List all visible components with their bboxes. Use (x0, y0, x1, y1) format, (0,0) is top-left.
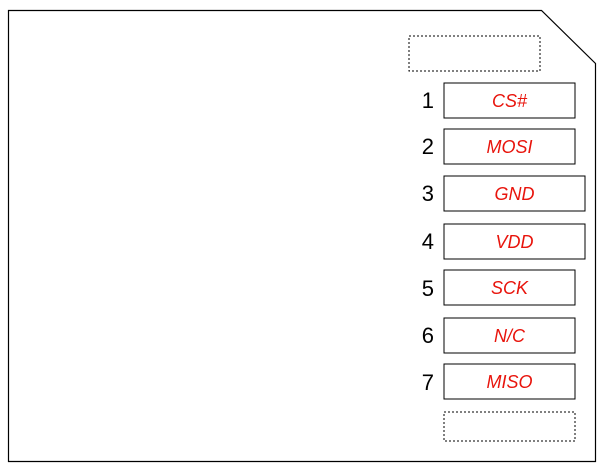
pin-2-label: MOSI (486, 137, 532, 157)
pin-3-label: GND (495, 184, 535, 204)
unused-contact-bottom (443, 411, 576, 442)
pin-3: 3 GND (422, 175, 586, 212)
unused-contact-top (408, 35, 541, 72)
pin-7-contact (443, 363, 576, 400)
pin-7-number: 7 (422, 370, 434, 395)
pin-4-contact (443, 223, 586, 260)
pin-4-label: VDD (495, 232, 533, 252)
pin-4: 4 VDD (422, 223, 586, 260)
pin-6-contact (443, 317, 576, 354)
pin-3-number: 3 (422, 181, 434, 206)
pin-5: 5 SCK (422, 269, 576, 306)
pin-5-label: SCK (491, 278, 529, 298)
pin-5-contact (443, 269, 576, 306)
pin-2-number: 2 (422, 134, 434, 159)
pin-3-contact (443, 175, 586, 212)
pin-2-contact (443, 128, 576, 165)
pin-6: 6 N/C (422, 317, 576, 354)
pin-1-label: CS# (492, 91, 528, 111)
pin-2: 2 MOSI (422, 128, 576, 165)
pin-6-number: 6 (422, 323, 434, 348)
pin-1-contact (443, 82, 576, 119)
pin-5-number: 5 (422, 276, 434, 301)
pin-7-label: MISO (486, 372, 532, 392)
pin-6-label: N/C (494, 326, 526, 346)
pin-7: 7 MISO (422, 363, 576, 400)
pin-1-number: 1 (422, 88, 434, 113)
pin-4-number: 4 (422, 229, 434, 254)
pin-1: 1 CS# (422, 82, 576, 119)
